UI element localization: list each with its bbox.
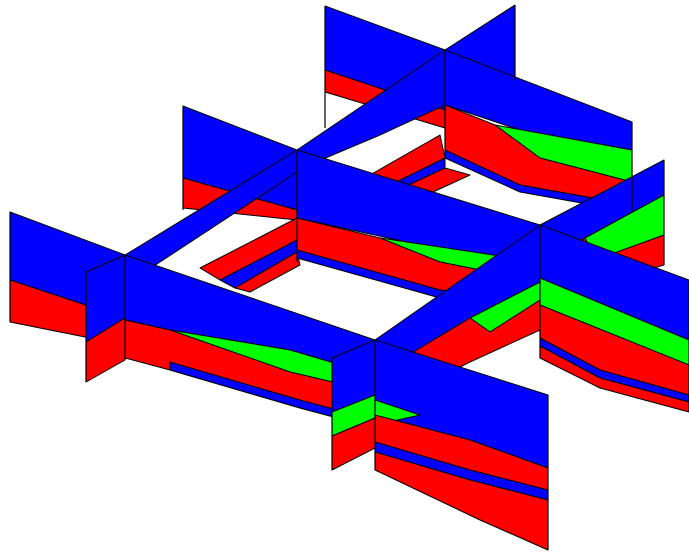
fence-panel-hole-lower <box>200 218 300 292</box>
fence-panel-left-fin <box>10 212 125 382</box>
fence-panel-front-fin <box>332 340 375 470</box>
fence-panel-front-right-beam <box>375 340 548 550</box>
fence-panel-back-right <box>445 50 632 212</box>
fence-panel-right-beam <box>540 225 689 412</box>
